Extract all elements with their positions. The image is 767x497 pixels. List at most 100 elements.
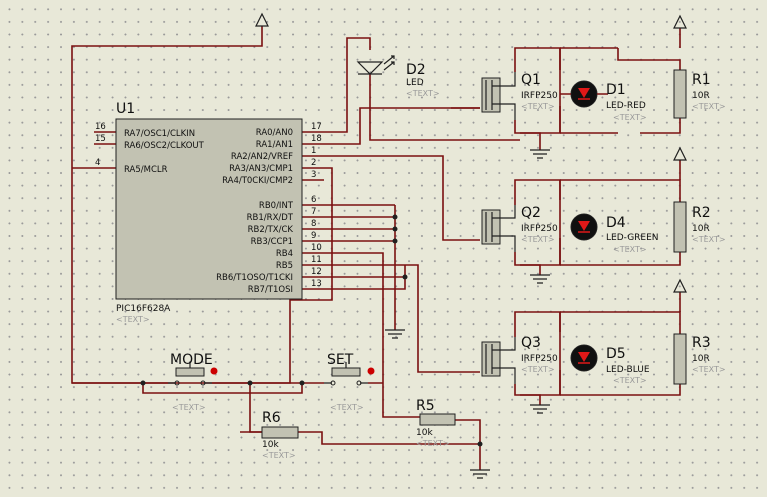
r6-ref: R6: [262, 410, 281, 426]
q2-ref: Q2: [521, 205, 541, 221]
r2-placeholder: <TEXT>: [692, 235, 726, 244]
indicator-led-d2[interactable]: D2 LED <TEXT>: [356, 55, 440, 98]
wires: [71, 26, 681, 470]
r5-ref: R5: [416, 398, 435, 414]
q1-ref: Q1: [521, 72, 541, 88]
ground-icon: [385, 329, 405, 339]
d4-value: LED-GREEN: [606, 233, 659, 243]
pin-num: 9: [311, 231, 316, 241]
resistor-r1[interactable]: R1 10R <TEXT>: [673, 69, 726, 119]
d5-placeholder: <TEXT>: [613, 376, 647, 385]
set-button[interactable]: SET <TEXT>: [324, 352, 375, 412]
r3-value: 10R: [692, 354, 710, 364]
q3-value: IRFP250: [521, 354, 558, 364]
u1-part: PIC16F628A: [116, 304, 171, 314]
pin-name: RB6/T1OSO/T1CKI: [216, 273, 293, 283]
u1-ref: U1: [116, 101, 135, 117]
pin-num: 10: [311, 243, 322, 253]
pin-name: RB5: [276, 261, 293, 271]
button-state-icon: [210, 367, 218, 375]
ic-body[interactable]: [115, 118, 303, 300]
junctions: [140, 214, 483, 447]
pin-num: 6: [311, 195, 316, 205]
mosfet-q1[interactable]: Q1 IRFP250 <TEXT>: [481, 72, 558, 120]
resistor-r5[interactable]: R5 10k <TEXT>: [416, 398, 456, 448]
resistor-r6[interactable]: R6 10k <TEXT>: [261, 410, 299, 460]
pin-num: 11: [311, 255, 322, 265]
d2-ref: D2: [406, 62, 426, 78]
r3-placeholder: <TEXT>: [692, 365, 726, 374]
resistor-r3[interactable]: R3 10R <TEXT>: [673, 333, 726, 385]
r5-value: 10k: [416, 428, 433, 438]
led-d1[interactable]: D1 LED-RED <TEXT>: [560, 80, 647, 122]
right-pins: 17 RA0/AN0 18 RA1/AN1 1 RA2/AN2/VREF 2 R…: [216, 122, 322, 295]
pin-num: 7: [311, 207, 316, 217]
set-placeholder: <TEXT>: [330, 403, 364, 412]
set-label: SET: [327, 352, 354, 368]
r1-ref: R1: [692, 72, 711, 88]
left-pins: 16 RA7/OSC1/CLKIN 15 RA6/OSC2/CLKOUT 4 R…: [95, 122, 205, 175]
r6-value: 10k: [262, 440, 279, 450]
pin-name: RB3/CCP1: [251, 237, 293, 247]
d5-value: LED-BLUE: [606, 365, 650, 375]
r6-placeholder: <TEXT>: [262, 451, 296, 460]
pin-name: RA0/AN0: [256, 128, 293, 138]
pin-num: 1: [311, 146, 316, 156]
q3-placeholder: <TEXT>: [521, 365, 555, 374]
pin-name: RA6/OSC2/CLKOUT: [124, 141, 205, 151]
pin-num: 8: [311, 219, 316, 229]
r1-placeholder: <TEXT>: [692, 102, 726, 111]
led-d5[interactable]: D5 LED-BLUE <TEXT>: [570, 344, 650, 385]
pin-name: RA3/AN3/CMP1: [229, 164, 293, 174]
pin-num: 13: [311, 279, 322, 289]
pin-num: 18: [311, 134, 322, 144]
vdd-arrow-icon: [673, 14, 687, 29]
u1-placeholder: <TEXT>: [116, 315, 150, 324]
power-symbols: [255, 12, 687, 293]
pin-num: 17: [311, 122, 322, 132]
pin-num: 12: [311, 267, 322, 277]
resistor-r2[interactable]: R2 10R <TEXT>: [673, 201, 726, 253]
pin-num: 3: [311, 170, 316, 180]
d2-value: LED: [406, 78, 424, 88]
pin-name: RA1/AN1: [256, 140, 293, 150]
r1-value: 10R: [692, 91, 710, 101]
d1-ref: D1: [606, 82, 626, 98]
pin-name: RB4: [276, 249, 293, 259]
q1-value: IRFP250: [521, 91, 558, 101]
r2-ref: R2: [692, 205, 711, 221]
microcontroller-u1[interactable]: U1 PIC16F628A <TEXT> 16 RA7/OSC1/CLKIN 1…: [95, 101, 322, 324]
ground-symbols: [385, 149, 550, 479]
mode-placeholder: <TEXT>: [172, 403, 206, 412]
d5-ref: D5: [606, 346, 626, 362]
r3-ref: R3: [692, 335, 711, 351]
pin-name: RB7/T1OSI: [248, 285, 293, 295]
pin-num: 15: [95, 134, 106, 144]
mode-button[interactable]: MODE <TEXT>: [168, 352, 218, 412]
pin-name: RA5/MCLR: [124, 165, 168, 175]
pin-name: RA4/T0CKI/CMP2: [222, 176, 293, 186]
q2-placeholder: <TEXT>: [521, 235, 555, 244]
led-d4[interactable]: D4 LED-GREEN <TEXT>: [570, 213, 659, 254]
pin-name: RA7/OSC1/CLKIN: [124, 129, 195, 139]
mosfet-q3[interactable]: Q3 IRFP250 <TEXT>: [481, 335, 558, 384]
vdd-arrow-icon: [255, 12, 269, 27]
pin-num: 2: [311, 158, 316, 168]
vdd-arrow-icon: [673, 146, 687, 161]
mode-label: MODE: [170, 352, 213, 368]
q1-placeholder: <TEXT>: [521, 102, 555, 111]
mosfet-q2[interactable]: Q2 IRFP250 <TEXT>: [481, 205, 558, 252]
d1-value: LED-RED: [606, 101, 646, 111]
d1-placeholder: <TEXT>: [613, 113, 647, 122]
r2-value: 10R: [692, 224, 710, 234]
pin-name: RB1/RX/DT: [247, 213, 294, 223]
pin-num: 4: [95, 158, 100, 168]
d2-placeholder: <TEXT>: [406, 89, 440, 98]
r5-placeholder: <TEXT>: [416, 439, 450, 448]
d4-ref: D4: [606, 215, 626, 231]
ground-icon: [530, 149, 550, 159]
d4-placeholder: <TEXT>: [613, 245, 647, 254]
pin-name: RB2/TX/CK: [248, 225, 294, 235]
pin-num: 16: [95, 122, 106, 132]
